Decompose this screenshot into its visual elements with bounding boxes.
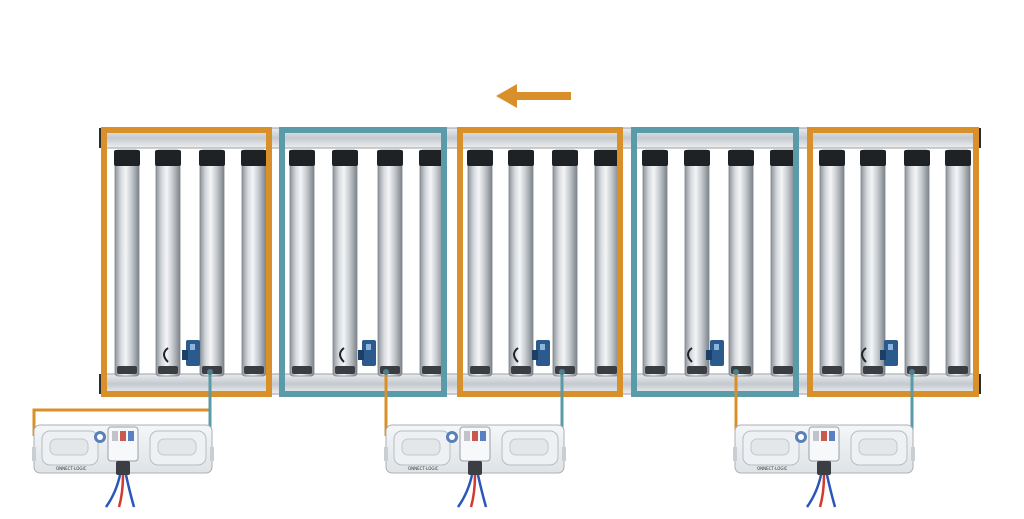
roller: [642, 149, 668, 377]
sensor-connector: [383, 369, 389, 375]
roller: [289, 149, 315, 377]
photo-eye-sensor-icon: [861, 340, 898, 366]
roller: [508, 149, 534, 377]
roller: [241, 149, 267, 377]
controller-module-icon: ONNECT·LOGIC: [32, 424, 214, 475]
roller: [467, 149, 493, 377]
controller-group: ONNECT·LOGIC ONNECT·LOGIC ONNECT·LOGIC: [32, 424, 915, 508]
zone-1-outline: [101, 127, 272, 397]
controller-brand-label: ONNECT·LOGIC: [757, 466, 788, 471]
roller: [552, 149, 578, 377]
roller: [684, 149, 710, 377]
zone-2-outline: [279, 127, 447, 397]
controller-module-icon: ONNECT·LOGIC: [733, 424, 915, 475]
sensor-connector: [207, 369, 213, 375]
zone-5-outline: [807, 127, 979, 397]
photo-eye-sensor-icon: [339, 340, 376, 366]
roller: [945, 149, 971, 377]
roller: [377, 149, 403, 377]
roller: [728, 149, 754, 377]
roller: [332, 149, 358, 377]
zone-4-outline: [631, 127, 799, 397]
roller: [904, 149, 930, 377]
wiring-group: [32, 369, 915, 436]
roller-group: [114, 149, 971, 377]
roller: [770, 149, 796, 377]
photo-eye-sensor-icon: [513, 340, 550, 366]
roller: [594, 149, 620, 377]
sensor-connector: [909, 369, 915, 375]
sensor-group: [163, 340, 898, 366]
power-cable: [104, 474, 136, 508]
photo-eye-sensor-icon: [687, 340, 724, 366]
power-cable: [456, 474, 488, 508]
roller: [819, 149, 845, 377]
controller-module-icon: ONNECT·LOGIC: [384, 424, 566, 475]
roller: [199, 149, 225, 377]
roller: [155, 149, 181, 377]
zone-3-outline: [457, 127, 623, 397]
controller-brand-label: ONNECT·LOGIC: [408, 466, 439, 471]
sensor-connector: [733, 369, 739, 375]
power-cable: [805, 474, 837, 508]
roller: [860, 149, 886, 377]
roller: [114, 149, 140, 377]
zone-group: [101, 127, 979, 397]
sensor-connector: [559, 369, 565, 375]
controller-brand-label: ONNECT·LOGIC: [56, 466, 87, 471]
photo-eye-sensor-icon: [163, 340, 200, 366]
flow-direction-arrow-icon: [496, 84, 571, 108]
